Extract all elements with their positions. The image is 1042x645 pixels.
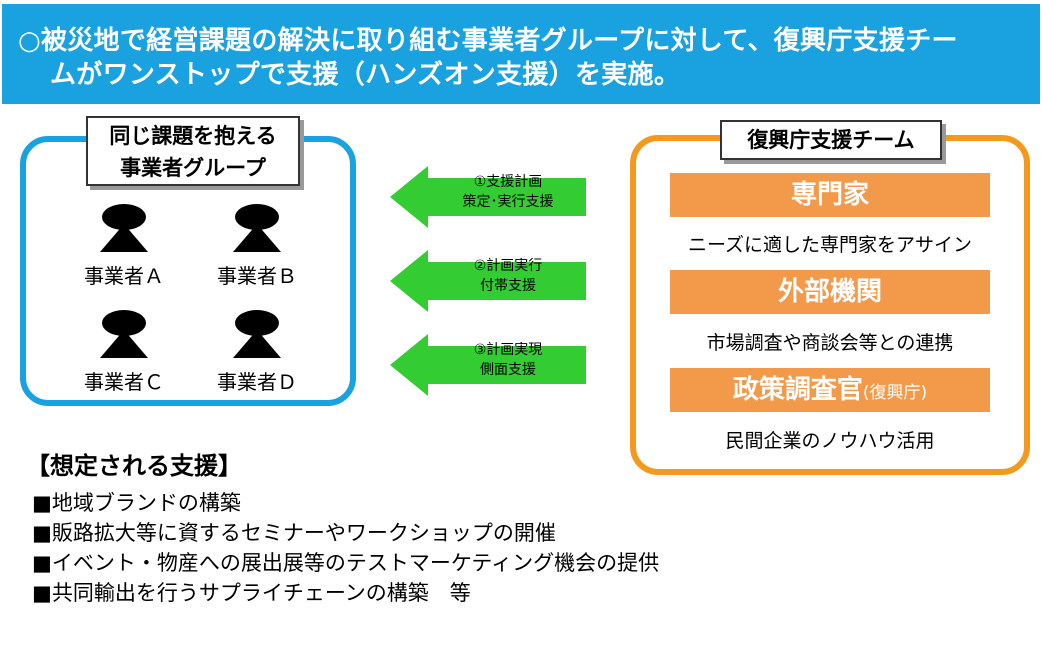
arrow-3-line-1: ③計画実現 bbox=[473, 342, 543, 358]
list-item: ■販路拡大等に資するセミナーやワークショップの開催 bbox=[32, 521, 556, 545]
list-item: ■共同輸出を行うサプライチェーンの構築 等 bbox=[32, 581, 471, 605]
business-d: 事業者Ｄ bbox=[197, 310, 317, 395]
list-item: ■イベント・物産への展出展等のテストマーケティング機会の提供 bbox=[32, 551, 660, 575]
arrow-1-line-1: ①支援計画 bbox=[473, 174, 543, 190]
person-icon bbox=[100, 204, 148, 252]
role-name: 外部機関 bbox=[777, 277, 882, 307]
left-arrow-icon bbox=[390, 166, 586, 228]
role-name: 政策調査官 bbox=[732, 375, 863, 405]
arrow-3-line-2: 側面支援 bbox=[480, 362, 536, 378]
role-suffix: (復興庁) bbox=[862, 383, 928, 403]
support-arrow-3: ③計画実現 側面支援 bbox=[390, 334, 586, 396]
support-heading: 【想定される支援】 bbox=[26, 452, 242, 480]
person-icon bbox=[100, 310, 148, 358]
banner-line-1: ○被災地で経営課題の解決に取り組む事業者グループに対して、復興庁支援チー bbox=[18, 26, 958, 56]
support-arrow-1: ①支援計画 策定･実行支援 bbox=[390, 166, 586, 228]
arrow-2-line-1: ②計画実行 bbox=[473, 258, 543, 274]
support-list: ■地域ブランドの構築 ■販路拡大等に資するセミナーやワークショップの開催 ■イベ… bbox=[32, 488, 659, 608]
person-icon bbox=[233, 310, 281, 358]
banner-line-2: ムがワンストップで支援（ハンズオン支援）を実施。 bbox=[50, 60, 681, 90]
group-title-line-1: 同じ課題を抱える bbox=[109, 124, 277, 148]
role-desc-policy: 民間企業のノウハウ活用 bbox=[725, 430, 935, 452]
arrow-2-line-2: 付帯支援 bbox=[480, 278, 536, 294]
business-group-title: 同じ課題を抱える 事業者グループ bbox=[86, 116, 300, 186]
role-bar-external: 外部機関 bbox=[670, 270, 990, 314]
business-label: 事業者Ａ bbox=[84, 264, 164, 288]
business-label: 事業者Ｃ bbox=[84, 370, 164, 394]
list-item: ■地域ブランドの構築 bbox=[32, 491, 241, 515]
agency-team-title: 復興庁支援チーム bbox=[720, 120, 942, 160]
role-bar-expert: 専門家 bbox=[670, 173, 990, 217]
role-bar-policy: 政策調査官(復興庁) bbox=[670, 368, 990, 412]
left-arrow-icon bbox=[390, 250, 586, 312]
business-c: 事業者Ｃ bbox=[64, 310, 184, 395]
role-desc-expert: ニーズに適した専門家をアサイン bbox=[687, 234, 973, 256]
person-icon bbox=[233, 204, 281, 252]
group-title-line-2: 事業者グループ bbox=[120, 156, 266, 180]
role-desc-external: 市場調査や商談会等との連携 bbox=[706, 332, 954, 354]
business-b: 事業者Ｂ bbox=[197, 204, 317, 289]
header-banner: ○被災地で経営課題の解決に取り組む事業者グループに対して、復興庁支援チー ムがワ… bbox=[2, 4, 1040, 104]
support-arrow-2: ②計画実行 付帯支援 bbox=[390, 250, 586, 312]
business-label: 事業者Ｄ bbox=[217, 370, 297, 394]
arrow-1-line-2: 策定･実行支援 bbox=[462, 194, 554, 210]
business-label: 事業者Ｂ bbox=[217, 264, 297, 288]
role-name: 専門家 bbox=[790, 180, 869, 210]
left-arrow-icon bbox=[390, 334, 586, 396]
business-a: 事業者Ａ bbox=[64, 204, 184, 289]
